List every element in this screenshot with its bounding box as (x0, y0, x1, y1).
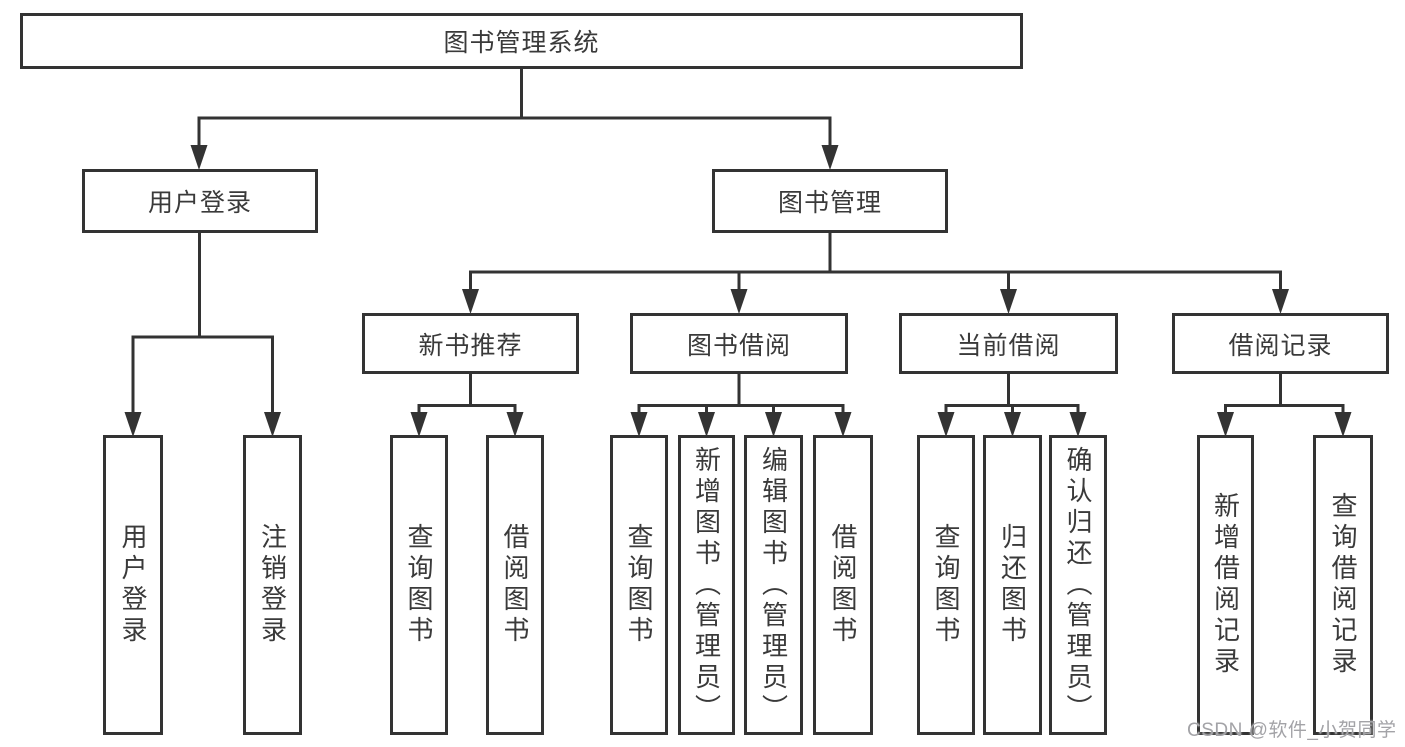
node-label: 借阅记录 (1228, 331, 1333, 360)
leaf-borrow-books-borrow: 借阅图书 (813, 435, 873, 735)
node-label: 当前借阅 (956, 331, 1061, 360)
node-borrow-records: 借阅记录 (1172, 313, 1389, 374)
leaf-query-books-borrow: 查询图书 (610, 435, 668, 735)
leaf-return-books: 归还图书 (983, 435, 1042, 735)
leaf-edit-books-admin: 编辑图书（管理员） (744, 435, 803, 735)
leaf-label: 查询图书 (931, 523, 961, 647)
leaf-label: 借阅图书 (500, 523, 530, 647)
node-label: 图书管理系统 (443, 29, 600, 57)
leaf-label: 注销登录 (257, 523, 288, 647)
leaf-query-books-current: 查询图书 (917, 435, 975, 735)
leaf-label: 归还图书 (997, 523, 1028, 647)
leaf-label: 查询借阅记录 (1328, 492, 1358, 678)
leaf-query-borrow-record: 查询借阅记录 (1313, 435, 1373, 735)
leaf-label: 用户登录 (118, 523, 148, 647)
node-label: 图书管理 (777, 189, 882, 217)
arrowheads (124, 145, 1352, 437)
leaf-label: 新增借阅记录 (1210, 492, 1241, 678)
node-new-book-recommend: 新书推荐 (362, 313, 579, 374)
node-label: 新书推荐 (418, 331, 523, 360)
leaf-label: 确认归还（管理员） (1063, 445, 1093, 725)
node-user-login: 用户登录 (82, 169, 318, 233)
leaf-label: 新增图书（管理员） (691, 445, 722, 725)
node-book-management: 图书管理 (712, 169, 948, 233)
leaf-logout: 注销登录 (243, 435, 302, 735)
node-label: 用户登录 (147, 189, 252, 217)
node-book-borrow: 图书借阅 (630, 313, 848, 374)
leaf-query-books-recommend: 查询图书 (390, 435, 448, 735)
leaf-add-borrow-record: 新增借阅记录 (1197, 435, 1254, 735)
leaf-borrow-books-recommend: 借阅图书 (486, 435, 544, 735)
leaf-add-books-admin: 新增图书（管理员） (678, 435, 735, 735)
leaf-label: 借阅图书 (828, 523, 858, 647)
csdn-watermark: CSDN @软件_小贺同学 (1187, 720, 1397, 741)
leaf-label: 查询图书 (624, 523, 654, 647)
leaf-label: 查询图书 (404, 523, 434, 647)
node-root: 图书管理系统 (20, 13, 1023, 69)
leaf-confirm-return-admin: 确认归还（管理员） (1049, 435, 1107, 735)
node-label: 图书借阅 (686, 331, 791, 360)
node-current-borrow: 当前借阅 (899, 313, 1118, 374)
leaf-label: 编辑图书（管理员） (758, 445, 789, 725)
leaf-user-login: 用户登录 (103, 435, 163, 735)
